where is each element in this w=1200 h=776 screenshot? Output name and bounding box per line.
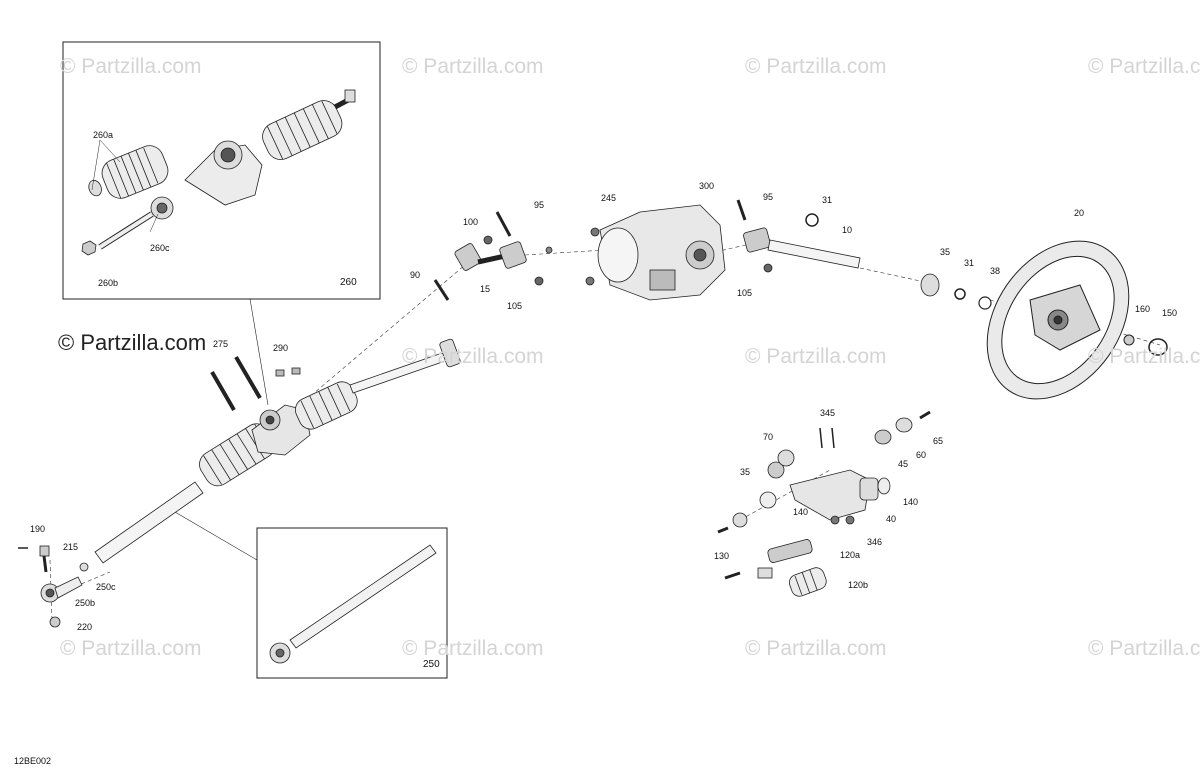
callout-260c: 260c bbox=[150, 243, 170, 253]
callout-90: 90 bbox=[410, 270, 421, 280]
tie-rod-end bbox=[18, 545, 89, 628]
callout-70: 70 bbox=[763, 432, 774, 442]
steering-column-shaft bbox=[736, 199, 992, 310]
watermark: © Partzilla.com bbox=[402, 55, 544, 78]
callout-35b: 35 bbox=[740, 467, 751, 477]
callout-250b: 250b bbox=[75, 598, 96, 608]
watermark: © Partzilla.com bbox=[745, 55, 887, 78]
callout-250c: 250c bbox=[96, 582, 116, 592]
connector-line bbox=[174, 511, 258, 561]
watermark: © Partzilla.com bbox=[60, 55, 202, 78]
callout-215: 215 bbox=[63, 542, 79, 552]
callout-150: 150 bbox=[1162, 308, 1178, 318]
inset-250-tie-rod bbox=[269, 544, 437, 664]
column-bracket bbox=[717, 410, 931, 597]
callout-100: 100 bbox=[463, 217, 479, 227]
watermark: © Partzilla.com bbox=[1088, 345, 1200, 368]
steering-rack bbox=[94, 338, 461, 564]
callout-140a: 140 bbox=[903, 497, 919, 507]
intermediate-shaft bbox=[433, 211, 553, 301]
callout-120b: 120b bbox=[848, 580, 869, 590]
inset-box-250 bbox=[256, 527, 448, 679]
callout-38: 38 bbox=[990, 266, 1001, 276]
callout-95a: 95 bbox=[534, 200, 545, 210]
callout-290: 290 bbox=[273, 343, 289, 353]
watermark: © Partzilla.com bbox=[402, 345, 544, 368]
callout-346: 346 bbox=[867, 537, 883, 547]
inset-label-250: 250 bbox=[423, 659, 440, 670]
inset-box-260 bbox=[62, 41, 381, 300]
callout-31a: 31 bbox=[822, 195, 833, 205]
callout-10: 10 bbox=[842, 225, 853, 235]
diagram-code: 12BE002 bbox=[14, 756, 52, 766]
callout-35a: 35 bbox=[940, 247, 951, 257]
callout-31b: 31 bbox=[964, 258, 975, 268]
callout-190: 190 bbox=[30, 524, 46, 534]
callout-345: 345 bbox=[820, 408, 836, 418]
callout-120a: 120a bbox=[840, 550, 861, 560]
watermark: © Partzilla.com bbox=[60, 637, 202, 660]
callout-15: 15 bbox=[480, 284, 491, 294]
watermark: © Partzilla.com bbox=[745, 637, 887, 660]
callout-20: 20 bbox=[1074, 208, 1085, 218]
callout-60: 60 bbox=[916, 450, 927, 460]
callout-160: 160 bbox=[1135, 304, 1151, 314]
eps-unit bbox=[585, 204, 726, 301]
callout-260b: 260b bbox=[98, 278, 119, 288]
connector-line bbox=[249, 298, 269, 406]
callout-45: 45 bbox=[898, 459, 909, 469]
callout-105b: 105 bbox=[737, 288, 753, 298]
inset-label-260: 260 bbox=[340, 277, 357, 288]
watermark: © Partzilla.com bbox=[1088, 55, 1200, 78]
callout-300: 300 bbox=[699, 181, 715, 191]
callout-275: 275 bbox=[213, 339, 229, 349]
brand-label: © Partzilla.com bbox=[58, 330, 207, 355]
watermark: © Partzilla.com bbox=[745, 345, 887, 368]
callout-260a: 260a bbox=[93, 130, 114, 140]
callout-220: 220 bbox=[77, 622, 93, 632]
callout-40: 40 bbox=[886, 514, 897, 524]
callout-95b: 95 bbox=[763, 192, 774, 202]
assembly-dashes bbox=[49, 243, 1161, 621]
callout-65: 65 bbox=[933, 436, 944, 446]
callout-140b: 140 bbox=[793, 507, 809, 517]
watermark: © Partzilla.com bbox=[402, 637, 544, 660]
steering-wheel bbox=[986, 240, 1168, 400]
boot-260a bbox=[88, 145, 169, 199]
callout-245: 245 bbox=[601, 193, 617, 203]
inset-260-leaders bbox=[91, 139, 159, 233]
watermark: © Partzilla.com bbox=[1088, 637, 1200, 660]
inset-260-parts bbox=[81, 89, 356, 256]
callout-105a: 105 bbox=[507, 301, 523, 311]
callout-130: 130 bbox=[714, 551, 730, 561]
